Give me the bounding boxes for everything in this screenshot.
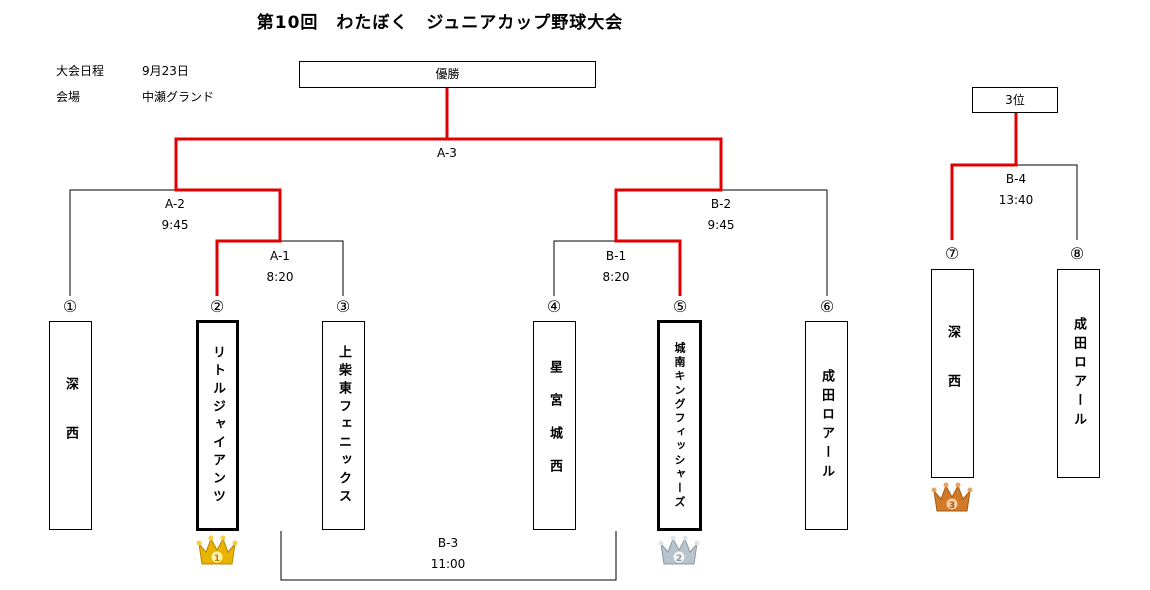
venue-label: 会場 bbox=[56, 90, 81, 104]
team-name-5: 城南キングフィッシャーズ bbox=[673, 341, 686, 510]
team-name-7: 深西 bbox=[945, 324, 960, 423]
team-box-7: 深西 bbox=[931, 269, 974, 478]
team-box-5: 城南キングフィッシャーズ bbox=[657, 320, 702, 531]
team-name-3: 上柴東フェニックス bbox=[336, 344, 351, 507]
team-name-4: 星宮城西 bbox=[547, 359, 562, 492]
seed-8: ⑧ bbox=[1069, 244, 1085, 263]
date-label: 大会日程 bbox=[56, 64, 105, 78]
svg-text:2: 2 bbox=[676, 554, 682, 564]
champion-box: 優勝 bbox=[299, 61, 596, 88]
match-b2-time: 9:45 bbox=[707, 218, 735, 232]
team-box-6: 成田ロアール bbox=[805, 321, 848, 530]
seed-6: ⑥ bbox=[819, 297, 835, 316]
team-name-2: リトルジャイアンツ bbox=[210, 344, 225, 507]
team-box-4: 星宮城西 bbox=[533, 321, 576, 530]
match-a2-label: A-2 bbox=[165, 197, 185, 211]
third-place-box: 3位 bbox=[972, 87, 1058, 113]
crown-2-icon: 2 bbox=[658, 535, 700, 565]
seed-3: ③ bbox=[335, 297, 351, 316]
match-a1-label: A-1 bbox=[270, 249, 290, 263]
match-b1-time: 8:20 bbox=[602, 270, 630, 284]
match-b1-label: B-1 bbox=[605, 249, 627, 263]
svg-text:3: 3 bbox=[949, 501, 955, 511]
team-name-6: 成田ロアール bbox=[819, 368, 834, 483]
match-b3-label: B-3 bbox=[437, 536, 459, 550]
team-box-2: リトルジャイアンツ bbox=[196, 320, 239, 531]
bracket-winner-lines bbox=[174, 88, 1018, 296]
bracket-black-lines bbox=[69, 164, 1078, 581]
team-name-8: 成田ロアール bbox=[1071, 316, 1086, 431]
match-a3-label: A-3 bbox=[437, 146, 457, 160]
seed-5: ⑤ bbox=[672, 297, 688, 316]
match-b4-label: B-4 bbox=[1005, 172, 1027, 186]
crown-3-icon: 3 bbox=[931, 482, 973, 512]
date-value: 9月23日 bbox=[142, 64, 189, 78]
match-b2-label: B-2 bbox=[710, 197, 732, 211]
crown-1-icon: 1 bbox=[196, 535, 238, 565]
seed-2: ② bbox=[209, 297, 225, 316]
match-b3-time: 11:00 bbox=[430, 557, 466, 571]
seed-4: ④ bbox=[546, 297, 562, 316]
team-box-1: 深西 bbox=[49, 321, 92, 530]
match-a2-time: 9:45 bbox=[161, 218, 189, 232]
match-a1-time: 8:20 bbox=[266, 270, 294, 284]
team-box-3: 上柴東フェニックス bbox=[322, 321, 365, 530]
seed-7: ⑦ bbox=[944, 244, 960, 263]
venue-value: 中瀬グランド bbox=[142, 90, 215, 104]
page-title: 第10回 わたぼく ジュニアカップ野球大会 bbox=[256, 13, 624, 33]
team-name-1: 深西 bbox=[63, 376, 78, 475]
svg-text:1: 1 bbox=[214, 554, 220, 564]
match-b4-time: 13:40 bbox=[998, 193, 1034, 207]
team-box-8: 成田ロアール bbox=[1057, 269, 1100, 478]
seed-1: ① bbox=[62, 297, 78, 316]
